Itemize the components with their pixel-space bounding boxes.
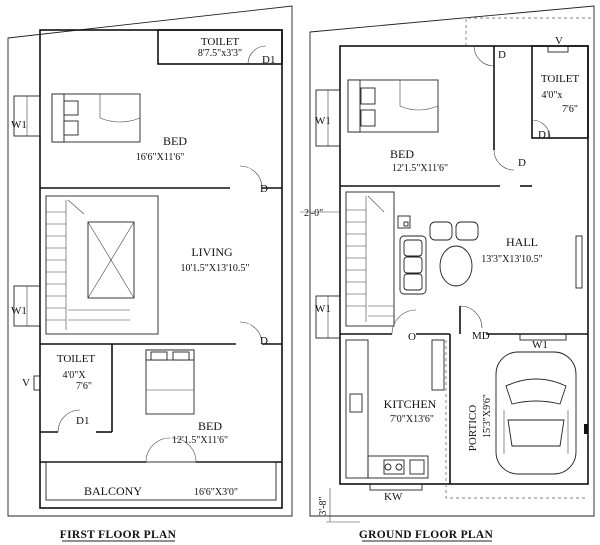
window [519, 333, 567, 341]
first-toilet-top-name: TOILET [201, 36, 240, 48]
ground-hall-size: 13'3"X13'10.5" [481, 254, 543, 265]
ventilator [33, 375, 41, 391]
first-bed-top-name: BED [163, 134, 187, 148]
ground-portico-size: 15'3"X9'6" [482, 394, 493, 438]
ground-kitchen-size: 7'0"X13'6" [390, 414, 434, 425]
bed-furniture-icon [51, 93, 141, 143]
first-d1-top: D1 [262, 54, 275, 66]
bed-furniture-icon [347, 79, 439, 133]
first-w1-mid: W1 [11, 305, 27, 317]
ground-hall-name: HALL [506, 235, 538, 249]
door-swing [239, 321, 263, 345]
kitchen-counter-icon [345, 339, 445, 479]
window [369, 483, 423, 491]
door-swing [145, 437, 171, 463]
sofa-set-icon [397, 215, 479, 295]
ground-bed-name: BED [390, 147, 414, 161]
column-mark [584, 424, 588, 434]
door-swing [531, 119, 551, 139]
door-swing [239, 165, 263, 189]
ground-portico-name: PORTICO [467, 405, 479, 451]
ground-w1-portico: W1 [532, 339, 548, 351]
first-toilet-top [157, 29, 283, 65]
door-swing [171, 437, 197, 463]
first-bed-bottom-name: BED [198, 419, 222, 433]
ground-md: MD [472, 330, 490, 342]
ground-d1: D1 [538, 129, 551, 141]
ground-kitchen-name: KITCHEN [384, 397, 437, 411]
ground-toilet-name: TOILET [541, 73, 580, 85]
first-w1-top: W1 [11, 119, 27, 131]
ground-v: V [555, 35, 563, 47]
window [575, 235, 583, 289]
door-swing [493, 149, 515, 171]
ground-floor-caption: GROUND FLOOR PLAN [359, 529, 494, 541]
first-d-bed: D [260, 183, 268, 195]
first-toilet-top-size: 8'7.5"x3'3" [198, 48, 242, 59]
balcony-railing [45, 461, 277, 501]
first-living-name: LIVING [191, 245, 233, 259]
door-swing [391, 309, 417, 335]
ground-toilet-size1: 4'0"x [542, 90, 563, 101]
ground-floor-plan: D D W1 BED 12'1.5"X11'6" V TOILET 4'0"x … [300, 5, 595, 542]
ground-bed-size: 12'1.5"X11'6" [392, 163, 448, 174]
door-swing [473, 45, 495, 67]
first-floor-caption: FIRST FLOOR PLAN [60, 529, 177, 541]
bed-furniture-icon [145, 349, 195, 415]
first-toilet-left-size1: 4'0"X [62, 370, 86, 381]
ground-dim-left: 2'-0" [304, 208, 323, 219]
door-swing [57, 409, 81, 433]
first-bed-bottom-size: 12'1.5"X11'6" [172, 435, 228, 446]
ground-o: O [408, 331, 416, 343]
car-icon [495, 351, 577, 475]
first-living-size: 10'1.5"X13'10.5" [181, 263, 250, 274]
ground-dim-bottom: 3'-8" [318, 496, 329, 515]
ground-d-hall: D [518, 157, 526, 169]
staircase-icon [45, 195, 159, 335]
first-floor-plan: TOILET 8'7.5"x3'3" D1 D W1 BED 16'6"X11'… [7, 5, 293, 542]
ground-toilet-size2: 7'6" [562, 104, 578, 115]
first-balcony-name: BALCONY [84, 484, 142, 498]
door-swing [459, 305, 483, 329]
ground-w1-mid: W1 [315, 303, 331, 315]
first-toilet-left-size2: 7'6" [76, 381, 92, 392]
first-bed-top-size: 16'6"X11'6" [136, 152, 185, 163]
ground-w1-top: W1 [315, 115, 331, 127]
first-d-living: D [260, 335, 268, 347]
first-d1-toilet: D1 [76, 415, 89, 427]
first-balcony-size: 16'6"X3'0" [194, 487, 238, 498]
door-swing [247, 45, 267, 65]
ground-d-bed: D [498, 49, 506, 61]
ground-floor-outline [339, 45, 589, 485]
first-toilet-left-name: TOILET [57, 353, 96, 365]
first-v: V [22, 377, 30, 389]
staircase-icon [345, 191, 395, 327]
ventilator [547, 45, 569, 53]
ground-kw: KW [384, 491, 403, 503]
